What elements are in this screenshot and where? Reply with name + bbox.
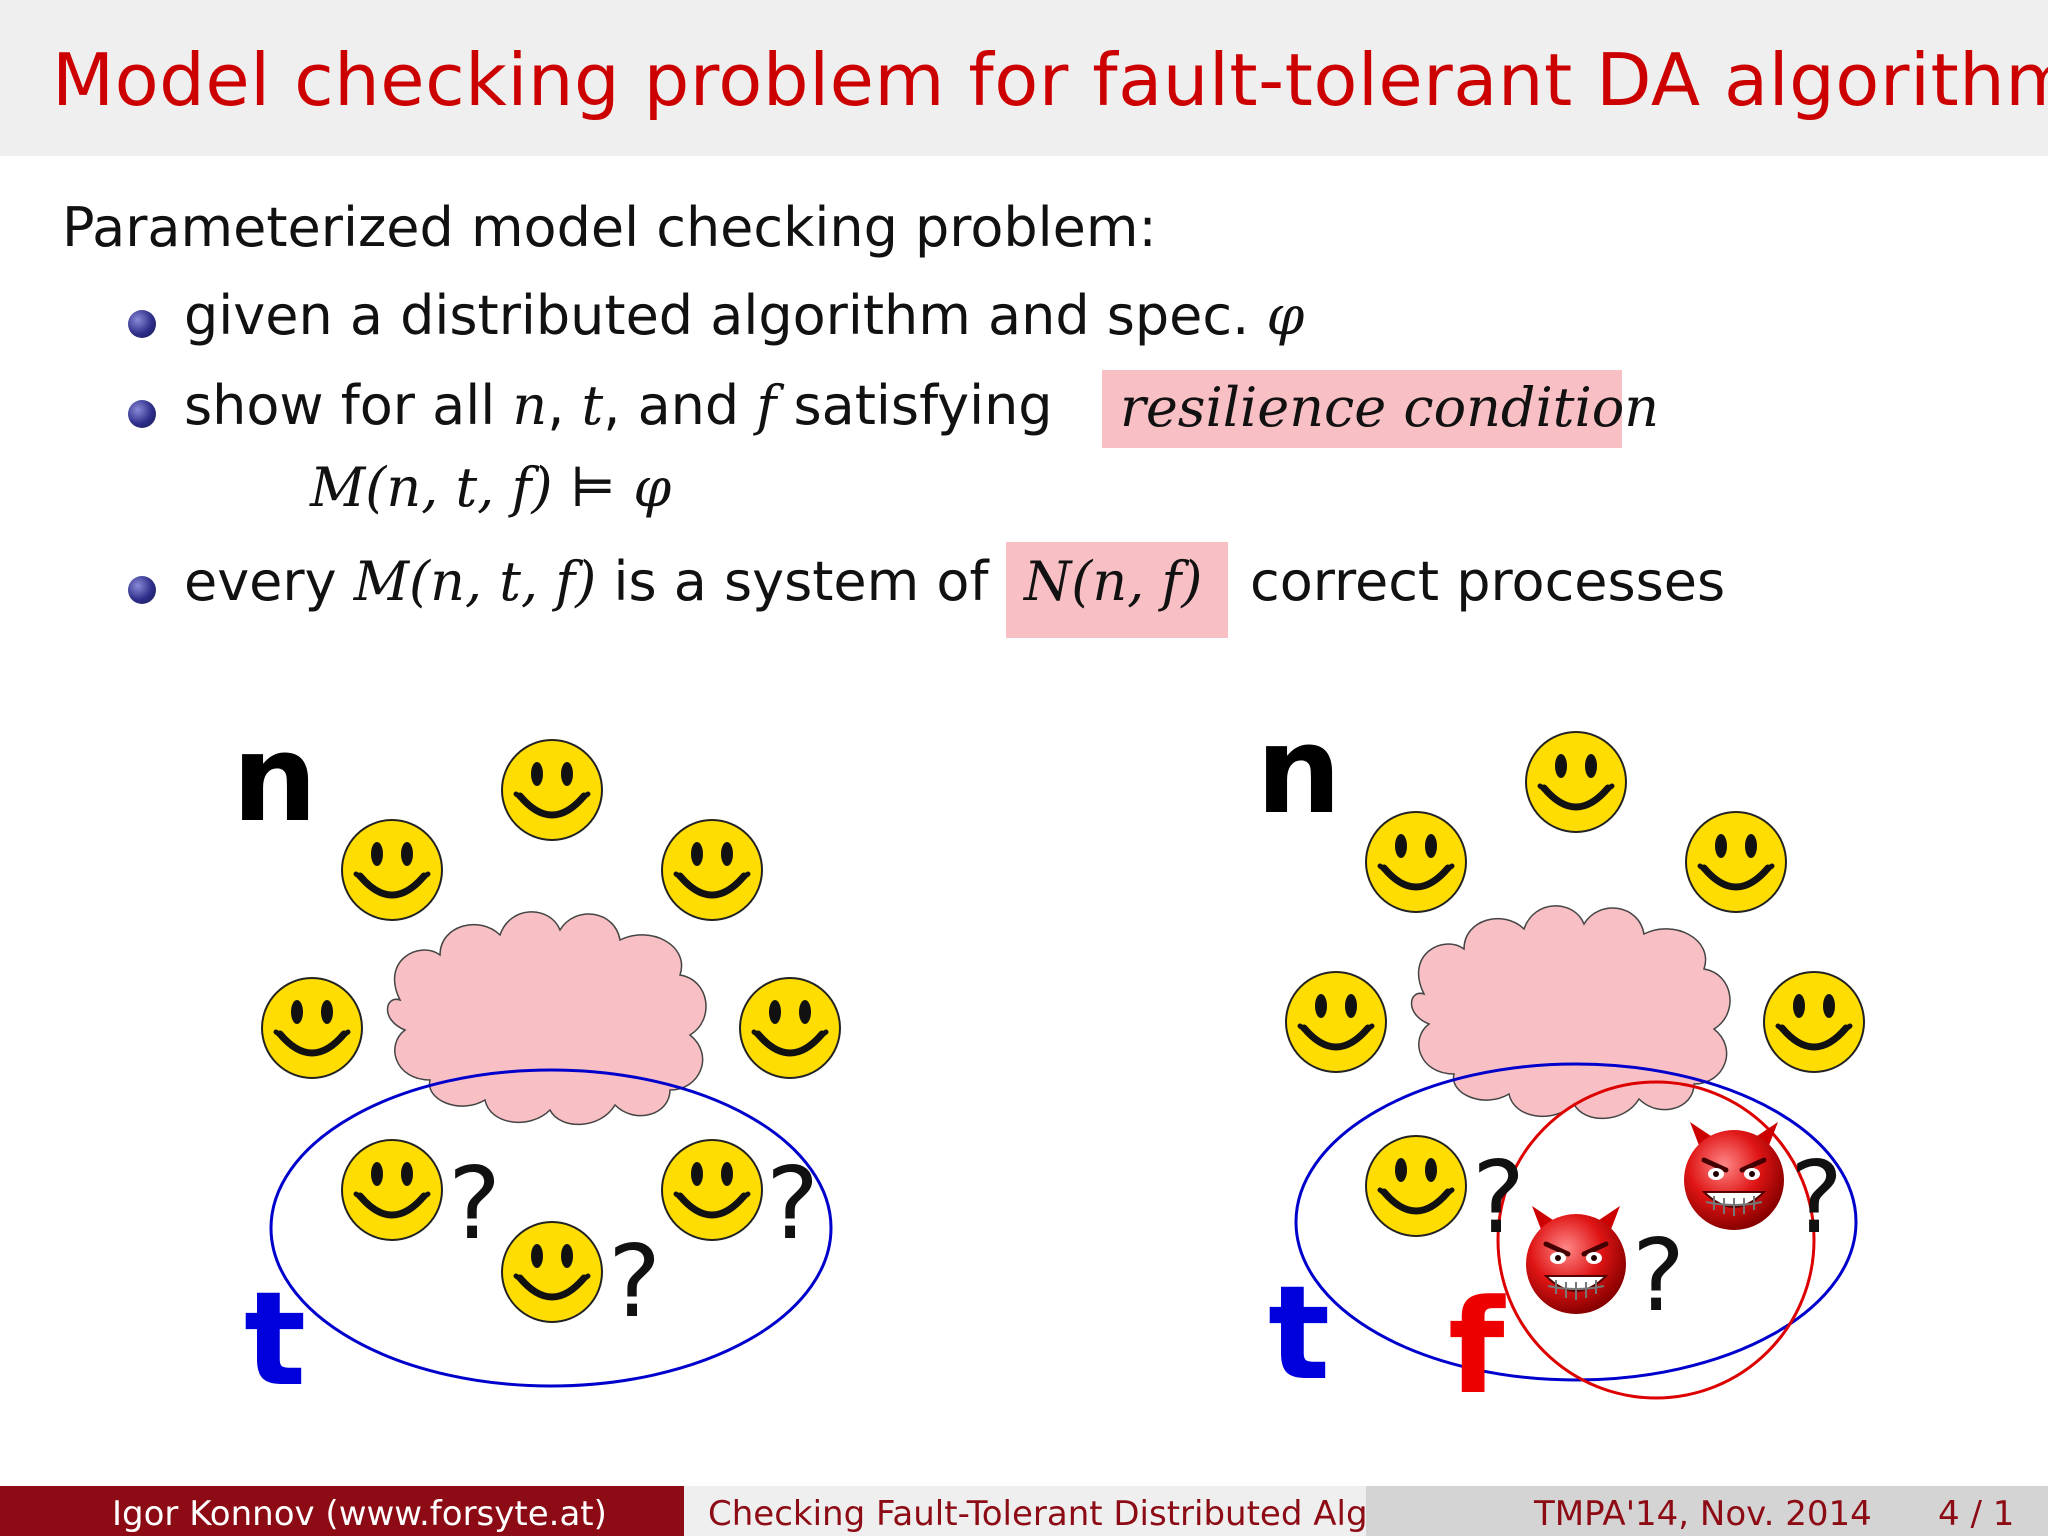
left-smiley-3 <box>662 820 762 920</box>
right-diagram: ? ? ? n t f <box>1256 702 1864 1423</box>
left-question-2: ? <box>608 1223 661 1340</box>
footer-venue-section: TMPA'14, Nov. 2014 4 / 1 <box>1366 1486 2048 1536</box>
resilience-highlight <box>1102 370 1622 448</box>
bullet-1-text: given a distributed algorithm and spec. <box>184 284 1250 347</box>
process-diagram: ? ? ? n t ? ? ? n t f <box>232 702 2048 1423</box>
right-devil-1 <box>1526 1206 1626 1314</box>
left-smiley-7 <box>662 1140 762 1240</box>
right-smiley-2 <box>1366 812 1466 912</box>
right-smiley-4 <box>1286 972 1386 1072</box>
right-smiley-1 <box>1526 732 1626 832</box>
satisfying-text: satisfying <box>793 374 1053 437</box>
right-devil-2 <box>1684 1122 1784 1230</box>
left-smiley-8 <box>502 1222 602 1322</box>
right-t-ellipse <box>1294 1062 1858 1382</box>
left-question-1: ? <box>448 1145 501 1262</box>
right-question-3: ? <box>1790 1139 1843 1256</box>
var-t: t <box>581 374 604 437</box>
bullet-1: given a distributed algorithm and spec. … <box>184 284 1304 347</box>
bullet-2-marker <box>128 400 156 428</box>
left-n-label: n <box>232 710 317 849</box>
right-question-1: ? <box>1472 1139 1525 1256</box>
system-of-text: is a system of <box>613 550 989 613</box>
bullet-3: every M(n, t, f) is a system of <box>184 550 988 613</box>
right-smiley-3 <box>1686 812 1786 912</box>
bullet-1-marker <box>128 310 156 338</box>
title-bar: Model checking problem for fault-toleran… <box>0 0 2048 156</box>
left-t-label: t <box>244 1263 306 1415</box>
correct-count-formula: N(n, f) <box>1024 550 1203 613</box>
n-highlight <box>1006 542 1228 638</box>
right-network-cloud <box>1410 905 1731 1120</box>
footer-talk: Checking Fault-Tolerant Distributed Algo… <box>708 1494 1407 1534</box>
footer-venue: TMPA'14, Nov. 2014 <box>1534 1494 1872 1534</box>
left-smiley-6 <box>342 1140 442 1240</box>
right-f-label: f <box>1448 1271 1506 1423</box>
left-t-ellipse <box>269 1068 833 1388</box>
left-smiley-5 <box>740 978 840 1078</box>
left-diagram: ? ? ? n t <box>232 710 840 1415</box>
left-smiley-4 <box>262 978 362 1078</box>
right-smiley-6 <box>1366 1136 1466 1236</box>
right-question-2: ? <box>1632 1217 1685 1334</box>
slide-title: Model checking problem for fault-toleran… <box>52 38 2048 122</box>
footer-page-number: 4 / 1 <box>1938 1494 2015 1534</box>
correct-processes-text: correct processes <box>1250 550 1726 613</box>
var-f: f <box>756 374 777 437</box>
var-n: n <box>512 374 548 437</box>
bullet-3-marker <box>128 576 156 604</box>
left-smiley-1 <box>502 740 602 840</box>
bullet-2: show for all n, t, and f satisfying <box>184 374 1053 437</box>
footer-author-section: Igor Konnov (www.forsyte.at) <box>0 1486 684 1536</box>
intro-text: Parameterized model checking problem: <box>62 196 1157 259</box>
every-text: every <box>184 550 337 613</box>
right-smiley-5 <box>1764 972 1864 1072</box>
left-question-3: ? <box>766 1145 819 1262</box>
comma: , <box>547 374 565 437</box>
resilience-condition: resilience condition <box>1120 376 1660 439</box>
and-text: , and <box>603 374 740 437</box>
left-smiley-2 <box>342 820 442 920</box>
footer: Igor Konnov (www.forsyte.at) Checking Fa… <box>0 1486 2048 1536</box>
model-formula: M(n, t, f) ⊨ φ <box>310 456 672 519</box>
footer-author: Igor Konnov (www.forsyte.at) <box>112 1494 607 1534</box>
system-formula: M(n, t, f) <box>353 550 597 613</box>
footer-talk-section: Checking Fault-Tolerant Distributed Algo… <box>684 1486 1406 1536</box>
phi-symbol: φ <box>1266 284 1305 347</box>
right-n-label: n <box>1256 702 1341 841</box>
right-t-label: t <box>1268 1257 1330 1409</box>
left-network-cloud <box>386 911 707 1126</box>
right-f-ellipse <box>1496 1080 1816 1400</box>
bullet-2-text: show for all <box>184 374 496 437</box>
